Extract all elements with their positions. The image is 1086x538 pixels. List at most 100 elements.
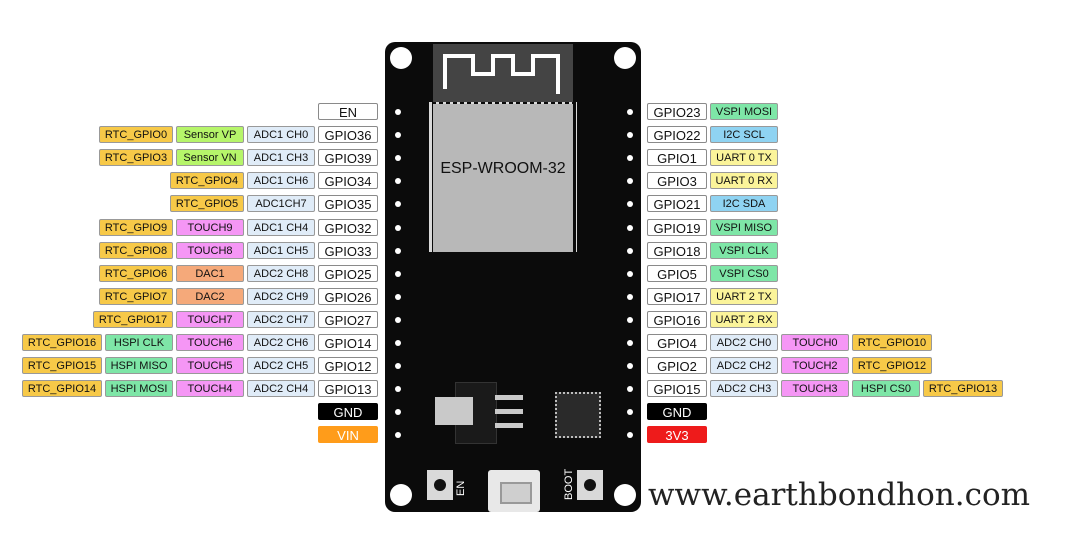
website-text: www.earthbondhon.com: [648, 477, 1031, 513]
regulator-leg: [495, 409, 523, 414]
function-label-hspi: HSPI MOSI: [105, 380, 173, 397]
function-label-adc: ADC2 CH0: [710, 334, 778, 351]
pin-dot-right: [627, 109, 633, 115]
function-label-touch: TOUCH6: [176, 334, 244, 351]
pin-dot-right: [627, 317, 633, 323]
pin-dot-left: [395, 248, 401, 254]
usb-uart-chip: [555, 392, 601, 438]
antenna-trace-icon: [443, 54, 560, 94]
pin-dot-left: [395, 155, 401, 161]
function-label-rtc: RTC_GPIO7: [99, 288, 173, 305]
esp32-board: ESP-WROOM-32 EN BOOT: [385, 42, 641, 512]
mounting-hole-bottom-left: [390, 484, 412, 506]
pin-label-gpio4: GPIO4: [647, 334, 707, 351]
function-label-i2c: I2C SCL: [710, 126, 778, 143]
en-button[interactable]: [427, 470, 453, 500]
pin-label-gpio18: GPIO18: [647, 242, 707, 259]
pin-label-gpio36: GPIO36: [318, 126, 378, 143]
function-label-rtc: RTC_GPIO8: [99, 242, 173, 259]
boot-button-label: BOOT: [563, 468, 575, 500]
pin-label-gpio17: GPIO17: [647, 288, 707, 305]
pin-label-en: EN: [318, 103, 378, 120]
function-label-rtc: RTC_GPIO10: [852, 334, 932, 351]
function-label-adc: ADC2 CH9: [247, 288, 315, 305]
pin-label-3v3: 3V3: [647, 426, 707, 443]
pin-label-gpio23: GPIO23: [647, 103, 707, 120]
pin-dot-left: [395, 201, 401, 207]
function-label-vspi: VSPI CLK: [710, 242, 778, 259]
function-label-touch: TOUCH5: [176, 357, 244, 374]
pin-dot-left: [395, 225, 401, 231]
pin-dot-right: [627, 155, 633, 161]
function-label-rtc: RTC_GPIO14: [22, 380, 102, 397]
pin-label-gpio22: GPIO22: [647, 126, 707, 143]
function-label-hspi: HSPI CS0: [852, 380, 920, 397]
pin-label-gpio15: GPIO15: [647, 380, 707, 397]
function-label-uart: UART 0 RX: [710, 172, 778, 189]
function-label-adc: ADC1CH7: [247, 195, 315, 212]
function-label-uart: UART 2 TX: [710, 288, 778, 305]
pin-label-gnd: GND: [647, 403, 707, 420]
pin-label-gpio16: GPIO16: [647, 311, 707, 328]
function-label-sensor: Sensor VP: [176, 126, 244, 143]
function-label-uart: UART 0 TX: [710, 149, 778, 166]
en-button-knob: [434, 479, 446, 491]
pin-dot-right: [627, 201, 633, 207]
pin-label-gnd: GND: [318, 403, 378, 420]
antenna-area: [433, 44, 573, 102]
function-label-adc: ADC2 CH7: [247, 311, 315, 328]
function-label-touch: TOUCH8: [176, 242, 244, 259]
function-label-adc: ADC2 CH2: [710, 357, 778, 374]
pin-dot-left: [395, 109, 401, 115]
function-label-vspi: VSPI MOSI: [710, 103, 778, 120]
function-label-touch: TOUCH4: [176, 380, 244, 397]
function-label-rtc: RTC_GPIO6: [99, 265, 173, 282]
pin-dot-left: [395, 271, 401, 277]
function-label-rtc: RTC_GPIO3: [99, 149, 173, 166]
function-label-rtc: RTC_GPIO5: [170, 195, 244, 212]
pin-dot-left: [395, 386, 401, 392]
pin-dot-right: [627, 294, 633, 300]
pin-dot-left: [395, 132, 401, 138]
function-label-touch: TOUCH9: [176, 219, 244, 236]
pin-label-gpio14: GPIO14: [318, 334, 378, 351]
pin-dot-left: [395, 294, 401, 300]
function-label-touch: TOUCH2: [781, 357, 849, 374]
function-label-adc: ADC2 CH8: [247, 265, 315, 282]
pin-label-gpio21: GPIO21: [647, 195, 707, 212]
function-label-hspi: HSPI CLK: [105, 334, 173, 351]
function-label-adc: ADC1 CH5: [247, 242, 315, 259]
function-label-rtc: RTC_GPIO9: [99, 219, 173, 236]
function-label-rtc: RTC_GPIO12: [852, 357, 932, 374]
mounting-hole-top-left: [390, 47, 412, 69]
function-label-sensor: Sensor VN: [176, 149, 244, 166]
pin-label-gpio13: GPIO13: [318, 380, 378, 397]
micro-usb-port: [488, 470, 540, 512]
pin-dot-left: [395, 317, 401, 323]
pin-label-gpio34: GPIO34: [318, 172, 378, 189]
regulator-leg: [495, 395, 523, 400]
pin-dot-left: [395, 340, 401, 346]
en-button-label: EN: [455, 480, 467, 496]
pin-label-gpio39: GPIO39: [318, 149, 378, 166]
function-label-touch: TOUCH0: [781, 334, 849, 351]
function-label-adc: ADC1 CH4: [247, 219, 315, 236]
mounting-hole-top-right: [614, 47, 636, 69]
pin-dot-left: [395, 409, 401, 415]
pin-dot-right: [627, 225, 633, 231]
function-label-vspi: VSPI CS0: [710, 265, 778, 282]
function-label-rtc: RTC_GPIO0: [99, 126, 173, 143]
pin-dot-right: [627, 386, 633, 392]
pin-label-gpio5: GPIO5: [647, 265, 707, 282]
function-label-i2c: I2C SDA: [710, 195, 778, 212]
boot-button[interactable]: [577, 470, 603, 500]
pin-dot-right: [627, 409, 633, 415]
function-label-vspi: VSPI MISO: [710, 219, 778, 236]
pin-label-gpio33: GPIO33: [318, 242, 378, 259]
pin-dot-right: [627, 178, 633, 184]
function-label-adc: ADC1 CH6: [247, 172, 315, 189]
pin-dot-right: [627, 363, 633, 369]
regulator-tab: [435, 397, 473, 425]
pin-dot-right: [627, 248, 633, 254]
function-label-dac: DAC1: [176, 265, 244, 282]
